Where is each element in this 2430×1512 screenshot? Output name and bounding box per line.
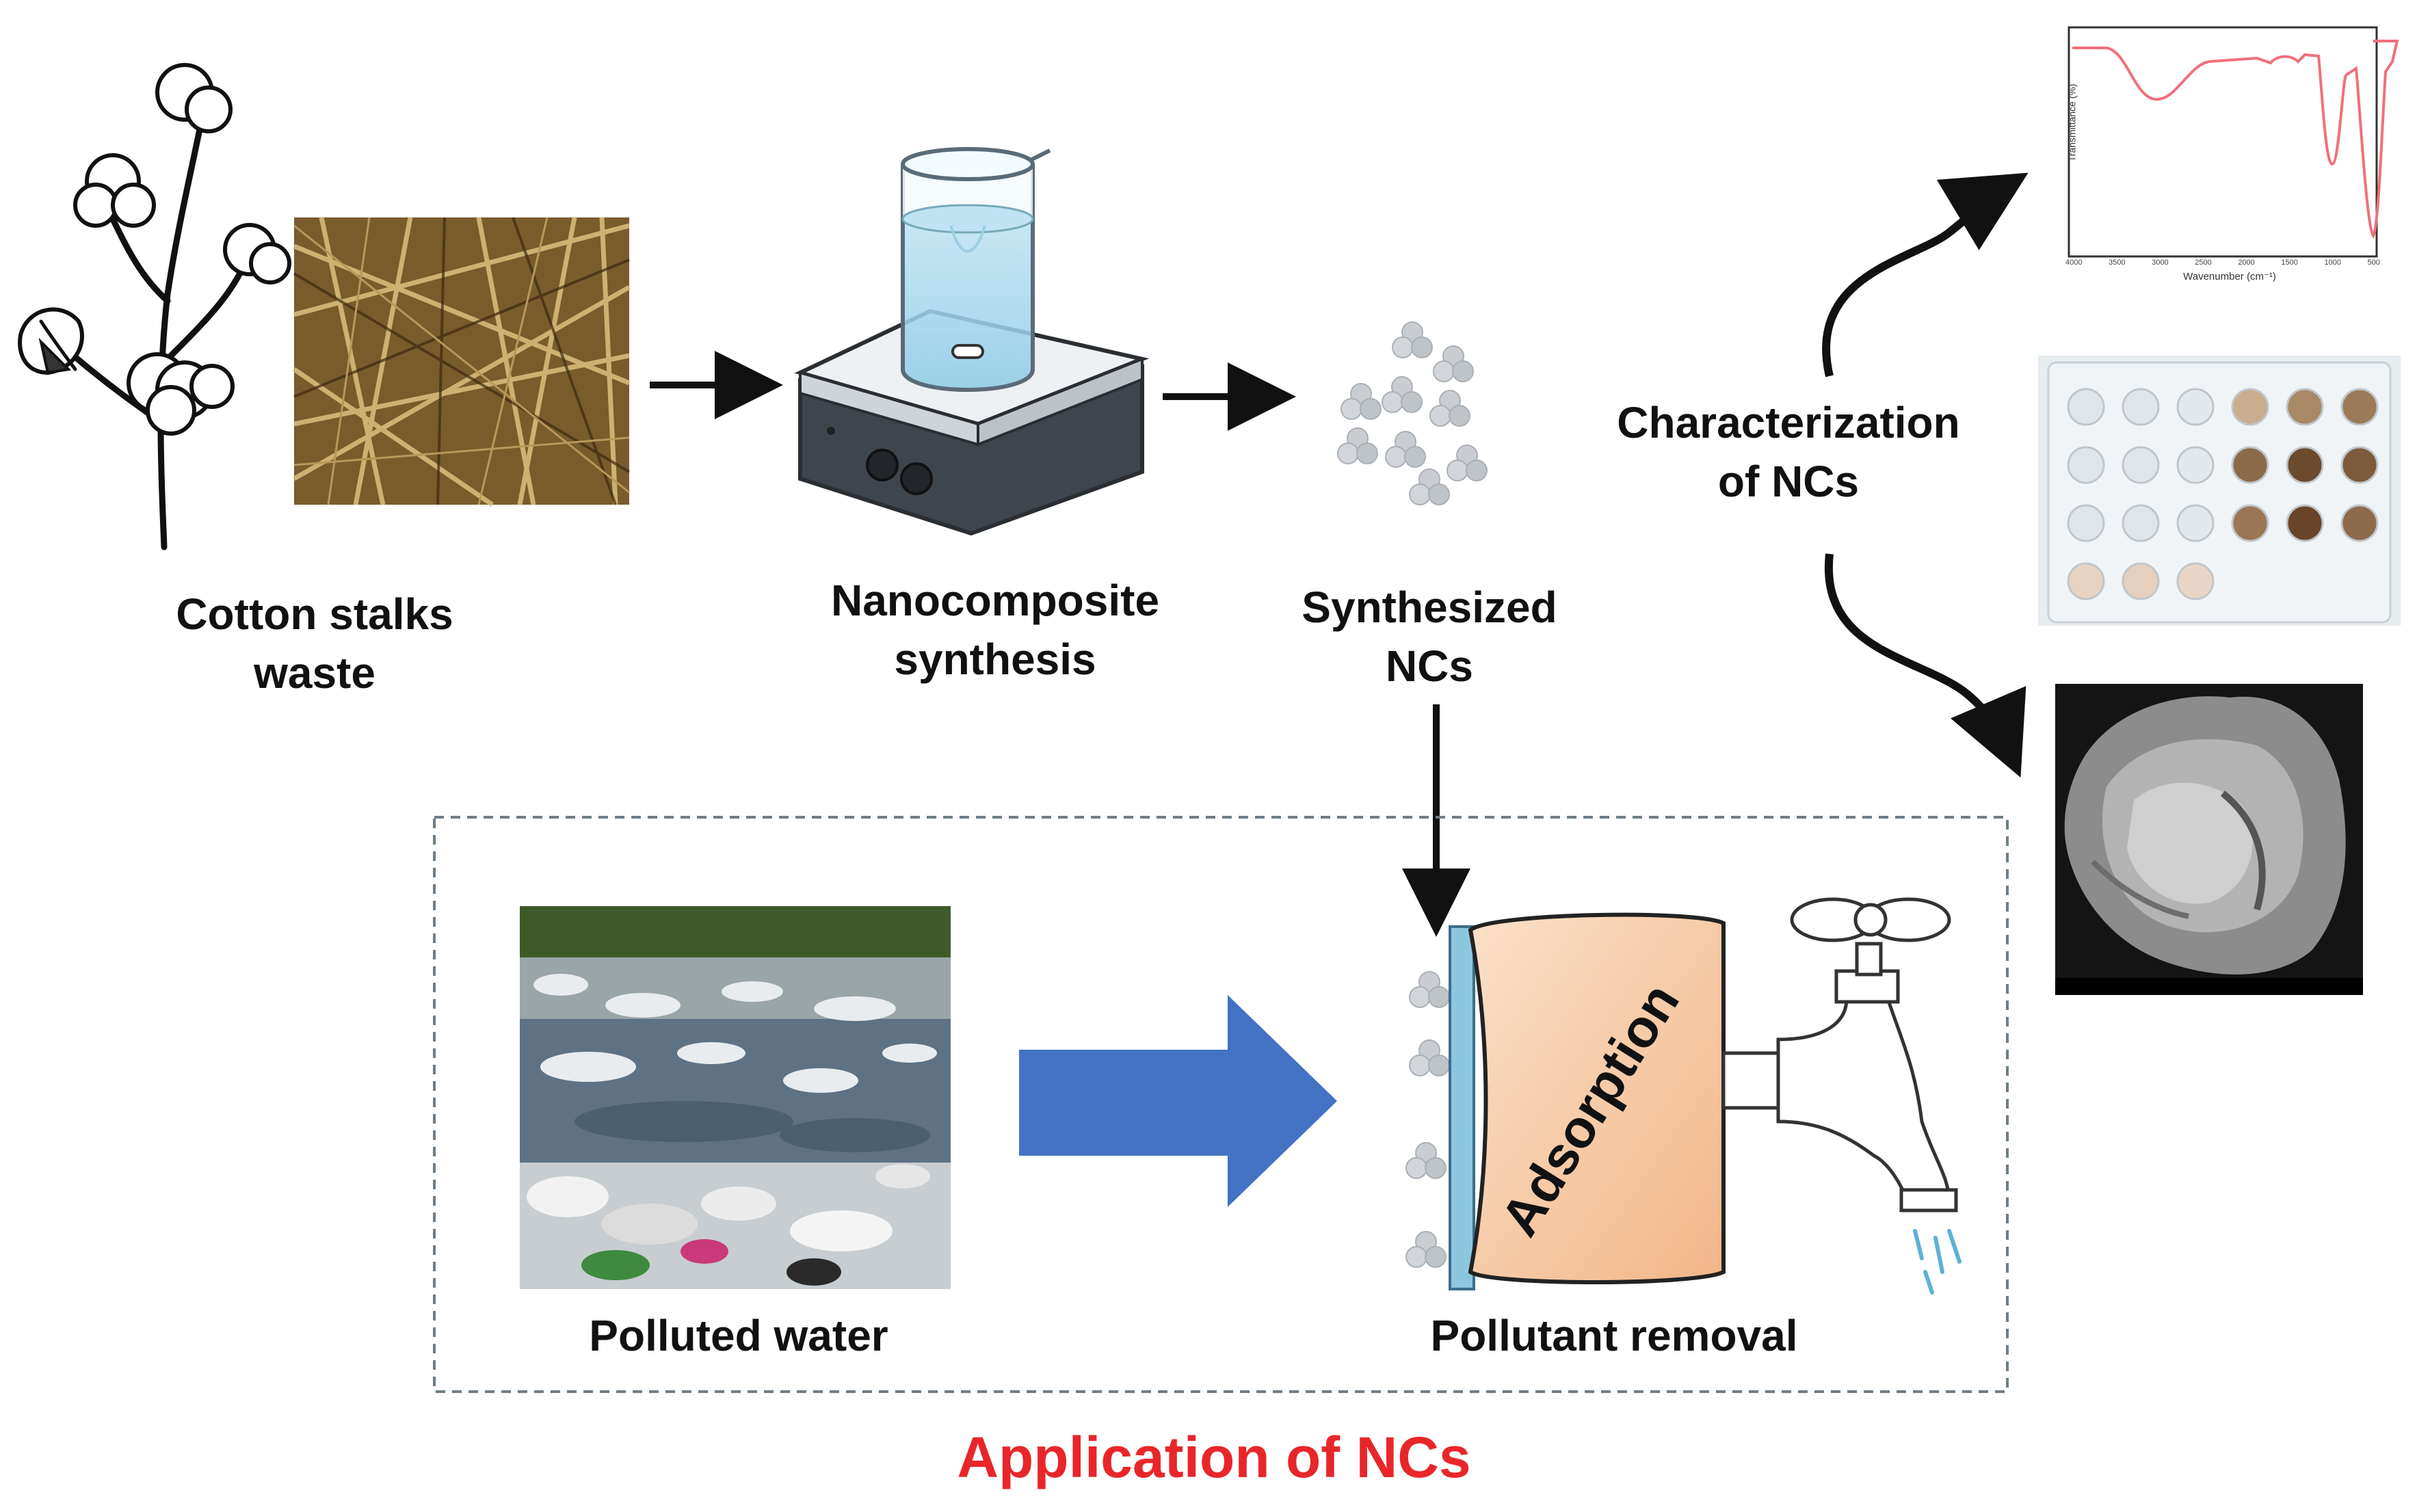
label-cotton-stalks-waste: Cotton stalks waste [116, 585, 513, 703]
blue-flow-arrow [1019, 995, 1337, 1207]
polluted-water-photo [520, 906, 951, 1289]
water-tap-icon [1721, 897, 1958, 1212]
ftir-x-axis-label: Wavenumber (cm⁻¹) [2183, 271, 2276, 282]
sem-image [2055, 684, 2363, 995]
ftir-tick: 2500 [2195, 258, 2212, 267]
label-line: waste [254, 648, 375, 698]
ftir-tick: 4000 [2065, 258, 2083, 267]
label-pollutant-removal: Pollutant removal [1430, 1311, 1798, 1360]
ftir-x-ticks: 4000 3500 3000 2500 2000 1500 1000 500 [2065, 258, 2380, 267]
ftir-tick: 500 [2367, 258, 2380, 267]
beaker-icon [901, 147, 1051, 392]
label-line: synthesis [894, 635, 1096, 685]
arrow-to-sem [1824, 553, 2026, 778]
arrow-to-ftir [1822, 172, 2029, 377]
label-line: Synthesized [1302, 583, 1557, 632]
ftir-spectrum-line [2072, 40, 2399, 239]
adsorption-tank [1449, 912, 1726, 1290]
application-title: Application of NCs [957, 1425, 1471, 1489]
ftir-tick: 3000 [2152, 258, 2169, 267]
label-polluted-water: Polluted water [589, 1311, 888, 1360]
cotton-stalks-photo [293, 217, 631, 507]
nanoparticle-cluster-icon [1337, 321, 1488, 505]
label-line: Nanocomposite [830, 576, 1160, 625]
label-line: of NCs [1717, 457, 1860, 507]
label-characterization-of-ncs: Characterization of NCs [1566, 393, 2011, 512]
ftir-tick: 1500 [2281, 258, 2298, 267]
application-box [433, 816, 2009, 1393]
adsorbent-particles [1405, 971, 1450, 1268]
sample-plate-photo [2038, 356, 2401, 626]
label-nanocomposite-synthesis: Nanocomposite synthesis [780, 571, 1211, 689]
label-synthesized-ncs: Synthesized NCs [1245, 578, 1614, 696]
label-line: Characterization [1617, 398, 1960, 447]
ftir-tick: 1000 [2324, 258, 2341, 267]
water-drops [1913, 1229, 1962, 1295]
ftir-tick: 2000 [2238, 258, 2255, 267]
label-line: NCs [1385, 641, 1474, 691]
ftir-spectrum-panel [2068, 26, 2399, 258]
cotton-plant-icon [18, 63, 291, 551]
ftir-y-axis-label: Transmittance (%) [2066, 83, 2078, 162]
label-line: Cotton stalks [176, 589, 453, 639]
ftir-tick: 3500 [2109, 258, 2126, 267]
